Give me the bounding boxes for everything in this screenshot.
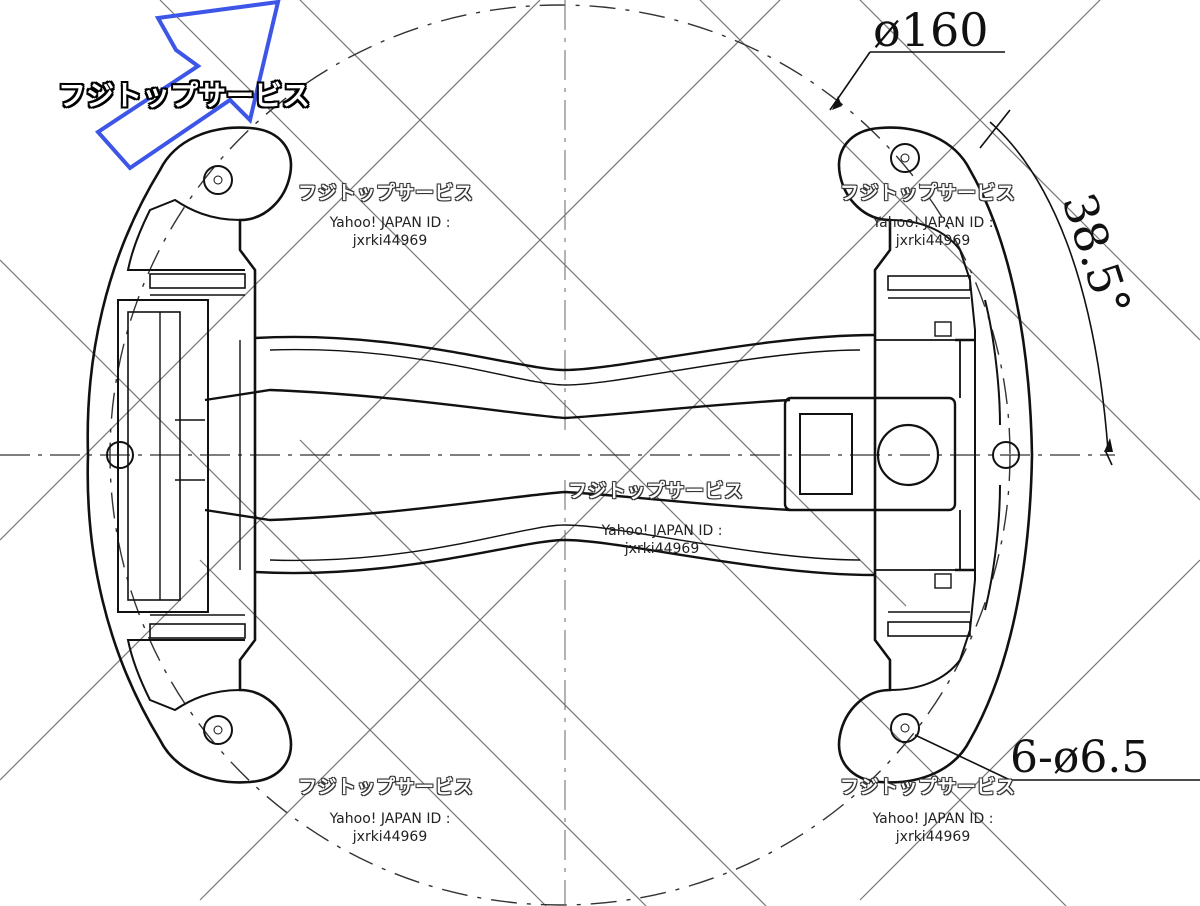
left-mount-holes (106, 165, 233, 745)
right-mount-holes (890, 143, 1020, 743)
brand-logo-text: フジトップサービス (58, 79, 311, 112)
watermark-title: フジトップサービス (840, 182, 1016, 204)
holes-dimension: 6-ø6.5 (1010, 732, 1149, 783)
angle-dimension: 38.5° (1052, 187, 1142, 323)
watermark-id: Yahoo! JAPAN ID :jxrki44969 (329, 811, 451, 845)
left-paddle (86, 126, 293, 784)
watermark-title: フジトップサービス (840, 776, 1016, 798)
watermark-title: フジトップサービス (298, 182, 474, 204)
watermark-id: Yahoo! JAPAN ID :jxrki44969 (872, 811, 994, 845)
dimension-lines (829, 51, 1200, 781)
right-paddle (837, 126, 1034, 784)
watermark-title: フジトップサービス (298, 776, 474, 798)
watermark-id: Yahoo! JAPAN ID :jxrki44969 (872, 215, 994, 249)
brand-arrow (94, 0, 281, 171)
watermark-id: Yahoo! JAPAN ID :jxrki44969 (601, 523, 723, 557)
diameter-dimension: ø160 (873, 3, 989, 57)
watermark-title: フジトップサービス (568, 480, 744, 502)
center-shaft (204, 300, 975, 610)
watermark-id: Yahoo! JAPAN ID :jxrki44969 (329, 215, 451, 249)
